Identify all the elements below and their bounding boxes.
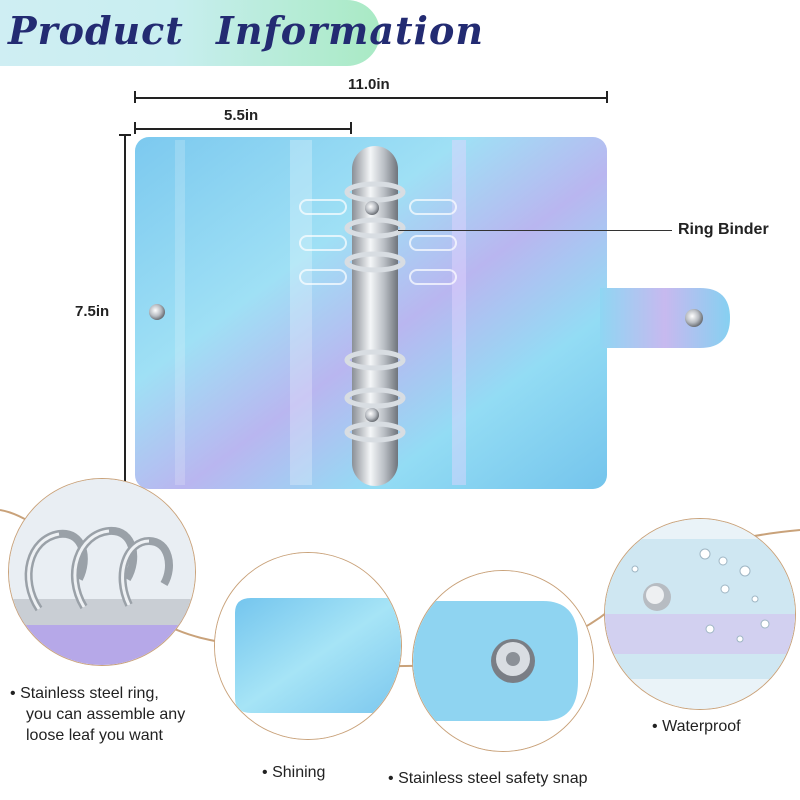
- ring-binder-label: Ring Binder: [678, 221, 769, 238]
- ring-binder-callout-line: [398, 230, 672, 231]
- caption-line: loose leaf you want: [26, 727, 163, 744]
- width-half-label: 5.5in: [224, 107, 259, 124]
- holographic-cover-icon: [215, 553, 401, 739]
- feature-image-shining: [214, 552, 402, 740]
- width-total-label: 11.0in: [348, 76, 390, 93]
- header-banner: Product Information: [0, 0, 483, 66]
- feature-caption-snap: • Stainless steel safety snap: [388, 770, 588, 787]
- width-total-dimension-line: [134, 91, 608, 103]
- feature-caption-rings: • Stainless steel ring, you can assemble…: [10, 685, 186, 744]
- feature-caption-shining: • Shining: [262, 764, 326, 781]
- feature-image-rings: [8, 478, 196, 666]
- water-droplets-icon: [605, 519, 795, 709]
- width-half-dimension-line: [134, 122, 352, 134]
- page-title: Product Information: [8, 8, 484, 53]
- feature-caption-waterproof: • Waterproof: [652, 718, 741, 735]
- feature-image-snap: [412, 570, 594, 752]
- caption-line: you can assemble any: [26, 706, 186, 723]
- caption-line: Stainless steel ring,: [20, 685, 159, 702]
- height-label: 7.5in: [75, 303, 110, 320]
- safety-snap-icon: [413, 571, 593, 751]
- feature-image-waterproof: [604, 518, 796, 710]
- steel-ring-closeup-icon: [9, 479, 195, 665]
